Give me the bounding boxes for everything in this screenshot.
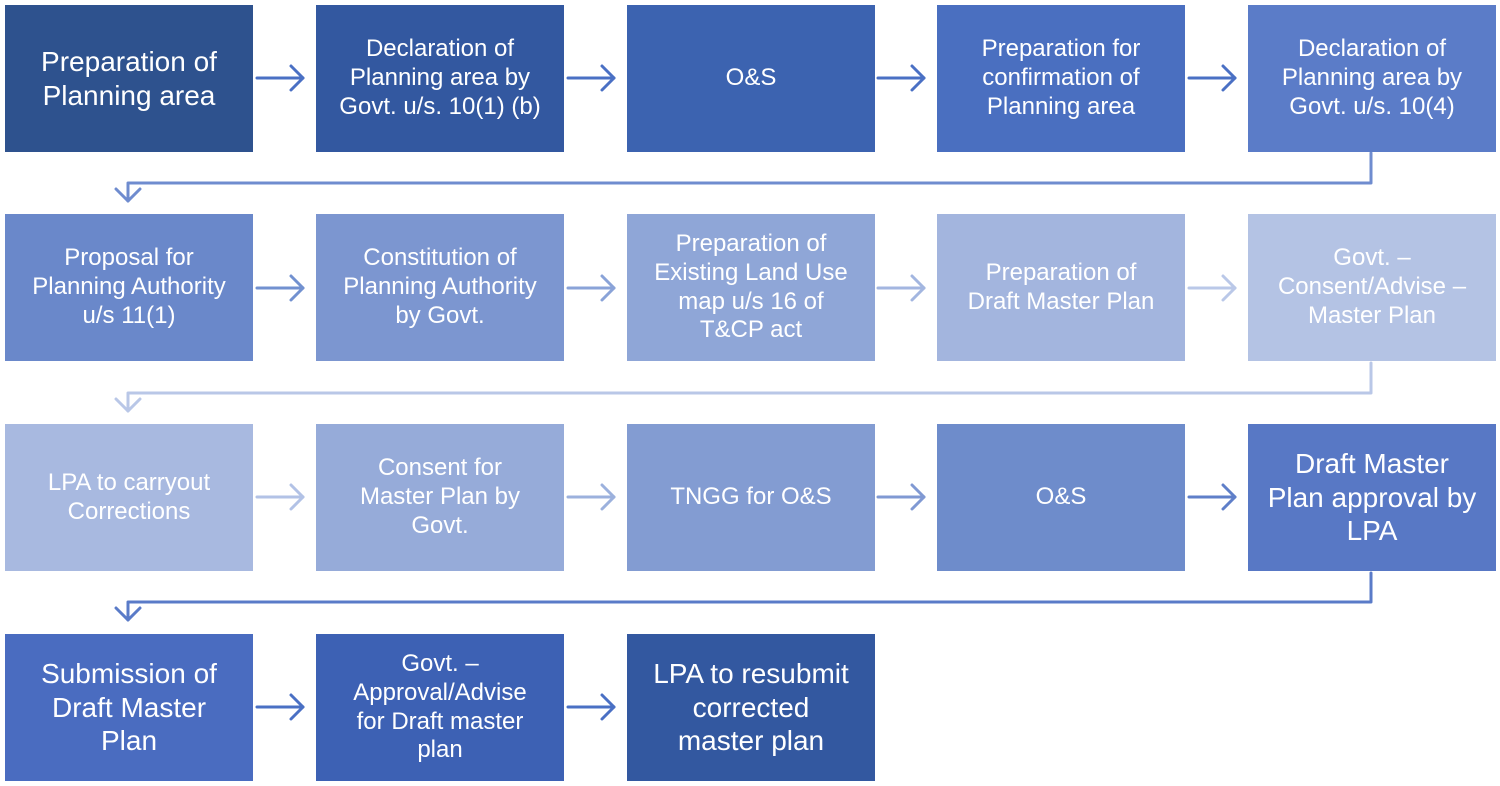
arrow-head bbox=[289, 693, 305, 721]
arrow-head bbox=[289, 274, 305, 302]
step-label: Consent for Master Plan by Govt. bbox=[359, 454, 521, 539]
wrap-connector bbox=[126, 361, 1373, 413]
step-preparation-of-planning-area: Preparation of Planning area bbox=[5, 5, 253, 152]
arrow-head bbox=[600, 483, 616, 511]
step-label: Draft Master Plan approval by LPA bbox=[1267, 448, 1477, 547]
step-lpa-carryout-corrections: LPA to carryout Corrections bbox=[5, 424, 253, 571]
arrow-head bbox=[600, 64, 616, 92]
step-objections-suggestions-2: O&S bbox=[937, 424, 1185, 571]
step-label: Submission of Draft Master Plan bbox=[41, 658, 217, 757]
wrap-connector bbox=[126, 151, 1373, 203]
step-constitution-of-planning-authority: Constitution of Planning Authority by Go… bbox=[316, 214, 564, 361]
step-existing-land-use-map: Preparation of Existing Land Use map u/s… bbox=[627, 214, 875, 361]
arrow-head bbox=[600, 274, 616, 302]
arrow-head bbox=[910, 274, 926, 302]
step-proposal-for-planning-authority: Proposal for Planning Authority u/s 11(1… bbox=[5, 214, 253, 361]
step-draft-master-plan-approval-lpa: Draft Master Plan approval by LPA bbox=[1248, 424, 1496, 571]
wrap-arrow-head bbox=[114, 397, 142, 413]
step-label: Proposal for Planning Authority u/s 11(1… bbox=[32, 244, 226, 329]
step-label: Declaration of Planning area by Govt. u/… bbox=[339, 35, 541, 120]
step-objections-suggestions-1: O&S bbox=[627, 5, 875, 152]
step-label: O&S bbox=[1035, 483, 1087, 511]
arrow-head bbox=[289, 483, 305, 511]
step-label: O&S bbox=[725, 64, 777, 92]
step-consent-for-master-plan: Consent for Master Plan by Govt. bbox=[316, 424, 564, 571]
step-declaration-planning-area-10-1-b: Declaration of Planning area by Govt. u/… bbox=[316, 5, 564, 152]
step-label: Preparation of Existing Land Use map u/s… bbox=[654, 229, 848, 344]
step-tngg-for-os: TNGG for O&S bbox=[627, 424, 875, 571]
step-label: Preparation of Planning area bbox=[41, 45, 217, 111]
arrow-head bbox=[1221, 64, 1237, 92]
arrow-head bbox=[1221, 483, 1237, 511]
arrow-head bbox=[600, 693, 616, 721]
step-govt-consent-advise-master-plan: Govt. – Consent/Advise – Master Plan bbox=[1248, 214, 1496, 361]
step-label: Declaration of Planning area by Govt. u/… bbox=[1281, 35, 1463, 120]
step-label: Preparation of Draft Master Plan bbox=[967, 258, 1155, 315]
step-label: Preparation for confirmation of Planning… bbox=[981, 35, 1141, 120]
step-declaration-planning-area-10-4: Declaration of Planning area by Govt. u/… bbox=[1248, 5, 1496, 152]
wrap-arrow-head bbox=[114, 187, 142, 203]
arrow-head bbox=[910, 483, 926, 511]
wrap-connector bbox=[126, 571, 1373, 622]
step-govt-approval-advise-draft: Govt. – Approval/Advise for Draft master… bbox=[316, 634, 564, 781]
step-preparation-draft-master-plan: Preparation of Draft Master Plan bbox=[937, 214, 1185, 361]
arrow-head bbox=[910, 64, 926, 92]
step-preparation-for-confirmation: Preparation for confirmation of Planning… bbox=[937, 5, 1185, 152]
step-submission-draft-master-plan: Submission of Draft Master Plan bbox=[5, 634, 253, 781]
arrow-head bbox=[1221, 274, 1237, 302]
step-lpa-resubmit-corrected-plan: LPA to resubmit corrected master plan bbox=[627, 634, 875, 781]
step-label: Govt. – Consent/Advise – Master Plan bbox=[1277, 244, 1467, 329]
wrap-arrow-head bbox=[114, 606, 142, 622]
arrow-head bbox=[289, 64, 305, 92]
step-label: Govt. – Approval/Advise for Draft master… bbox=[353, 649, 527, 764]
step-label: LPA to carryout Corrections bbox=[47, 468, 211, 525]
step-label: LPA to resubmit corrected master plan bbox=[653, 658, 849, 757]
step-label: TNGG for O&S bbox=[670, 483, 832, 511]
step-label: Constitution of Planning Authority by Go… bbox=[343, 244, 537, 329]
